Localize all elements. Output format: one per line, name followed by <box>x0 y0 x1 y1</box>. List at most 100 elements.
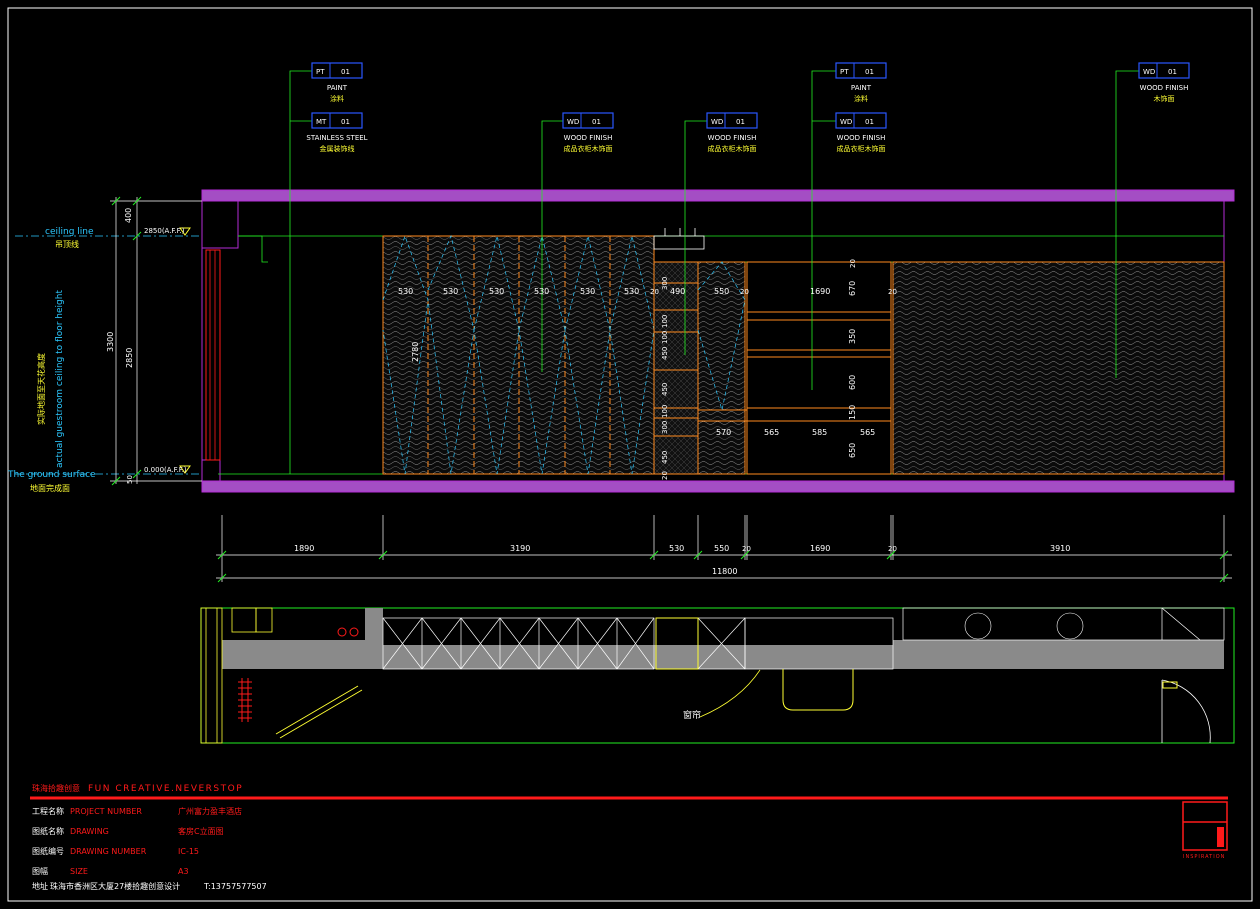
shelf-width-dim: 565 <box>860 428 875 437</box>
height-note-en: actual guestroom ceiling to floor height <box>55 290 65 468</box>
leader-lines <box>289 70 1139 474</box>
column-dim: 450 <box>661 347 669 360</box>
shelf-width-dim: 565 <box>764 428 779 437</box>
title-row-value: 客房C立面图 <box>178 826 224 836</box>
title-row-label-en: DRAWING NUMBER <box>70 847 147 856</box>
panel-dim: 530 <box>624 287 639 296</box>
column-dim: 100 <box>661 315 669 328</box>
ceiling-level-marker <box>179 227 191 236</box>
bottom-dimension-chain: 1890 3190 530 550 20 1690 20 3910 11800 <box>216 515 1232 583</box>
ceiling-line-cn: 吊顶线 <box>55 239 79 249</box>
callout-material: WOOD FINISH <box>837 134 886 142</box>
dim-50: 50 <box>126 475 134 484</box>
callout-number: 01 <box>592 118 601 126</box>
window-frame <box>205 249 221 461</box>
glass-panel <box>697 261 746 475</box>
ceiling-line-label: ceiling line <box>45 227 94 237</box>
title-row-label-en: SIZE <box>70 867 88 876</box>
bottom-dim: 1690 <box>810 544 830 553</box>
slogan: FUN CREATIVE.NEVERSTOP <box>88 784 243 794</box>
column-dim: 20 <box>661 471 669 480</box>
title-row-label-en: PROJECT NUMBER <box>70 807 142 816</box>
panel-dim: 530 <box>489 287 504 296</box>
shelf-width-dim: 570 <box>716 428 731 437</box>
title-row-label-en: DRAWING <box>70 827 109 836</box>
callout-material-cn: 涂料 <box>330 94 344 103</box>
column-dim: 300 <box>661 277 669 290</box>
panel-dim: 530 <box>580 287 595 296</box>
small-dim: 20 <box>650 288 659 296</box>
shelf-height-dim: 350 <box>848 329 857 344</box>
callout-material: STAINLESS STEEL <box>306 134 367 142</box>
ceiling-fixture <box>653 228 705 250</box>
shelf-height-dim: 650 <box>848 443 857 458</box>
callout-code: WD <box>840 118 852 126</box>
ground-level-marker <box>179 465 191 474</box>
ground-level-value: 0.000(A.F.F.) <box>144 466 187 474</box>
callout-material: WOOD FINISH <box>708 134 757 142</box>
callout-material: WOOD FINISH <box>1140 84 1189 92</box>
callout-material-cn: 成品衣柜木饰面 <box>564 144 613 153</box>
panel-dim: 530 <box>443 287 458 296</box>
callout-number: 01 <box>341 68 350 76</box>
elevation-view <box>15 70 1235 493</box>
title-row-label-cn: 工程名称 <box>32 806 64 816</box>
callout-code: WD <box>711 118 723 126</box>
callout-material-cn: 涂料 <box>854 94 868 103</box>
column-dim: 450 <box>661 383 669 396</box>
title-row-value: IC-15 <box>178 847 199 856</box>
callout-material-cn: 木饰面 <box>1154 94 1175 103</box>
callout-material-cn: 成品衣柜木饰面 <box>837 144 886 153</box>
open-shelves <box>746 261 892 475</box>
height-note-cn: 实际地面至天花高度 <box>36 353 46 425</box>
total-dim: 11800 <box>712 567 737 576</box>
bottom-dim: 550 <box>714 544 729 553</box>
address-label: 地址 <box>32 881 48 891</box>
ceiling-level-value: 2850(A.F.F.) <box>144 227 185 235</box>
column-dim: 100 <box>661 331 669 344</box>
column-dim: 300 <box>661 421 669 434</box>
shelf-height-dim: 20 <box>849 259 857 268</box>
small-dim: 550 <box>714 287 729 296</box>
panel-dim: 530 <box>534 287 549 296</box>
shelf-width-dim: 585 <box>812 428 827 437</box>
title-row-label-cn: 图纸编号 <box>32 846 64 856</box>
panel-height-dim: 2780 <box>411 342 420 362</box>
shelf-height-dim: 150 <box>848 405 857 420</box>
ground-surface-cn: 地面完成面 <box>30 483 70 493</box>
title-row-label-cn: 图纸名称 <box>32 826 64 836</box>
callout-material: PAINT <box>851 84 872 92</box>
panel-dim: 530 <box>398 287 413 296</box>
curtain-label: 窗帘 <box>683 709 701 721</box>
company-logo: INSPIRATION <box>1182 801 1228 860</box>
small-dim: 20 <box>740 288 749 296</box>
shelf-height-dim: 600 <box>848 375 857 390</box>
bottom-dim: 3190 <box>510 544 530 553</box>
dim-3300: 3300 <box>106 332 115 352</box>
callout-number: 01 <box>341 118 350 126</box>
callout-number: 01 <box>1168 68 1177 76</box>
small-dim: 1690 <box>810 287 830 296</box>
callout-number: 01 <box>865 68 874 76</box>
ceiling-bulkhead <box>201 200 239 249</box>
small-dim: 490 <box>670 287 685 296</box>
wood-panel-wall <box>892 261 1225 475</box>
callout-material: WOOD FINISH <box>564 134 613 142</box>
bottom-dim: 20 <box>742 545 751 553</box>
bottom-dim: 530 <box>669 544 684 553</box>
logo-text: INSPIRATION <box>1183 854 1225 860</box>
shelf-height-dim: 670 <box>848 281 857 296</box>
address-text: 珠海市香洲区大厦27楼拾趣创意设计 <box>50 881 180 891</box>
callout-number: 01 <box>865 118 874 126</box>
title-row-value: A3 <box>178 867 189 876</box>
callout-code: MT <box>316 118 327 126</box>
phone-number: T:13757577507 <box>203 882 267 891</box>
